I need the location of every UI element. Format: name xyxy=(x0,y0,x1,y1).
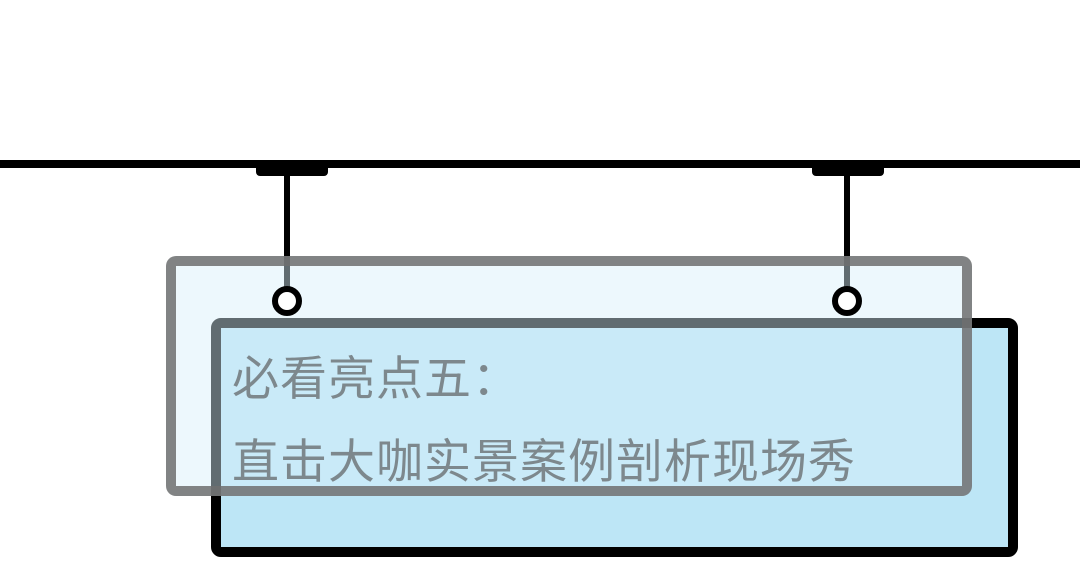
ceiling-rail xyxy=(0,160,1080,168)
left-mount xyxy=(256,166,328,176)
right-hook-ring-icon xyxy=(832,286,862,316)
left-hook-ring-icon xyxy=(272,286,302,316)
right-rod xyxy=(844,170,850,290)
left-rod xyxy=(284,170,290,290)
sign-title: 必看亮点五： xyxy=(232,352,520,407)
sign-subtitle: 直击大咖实景案例剖析现场秀 xyxy=(232,435,856,490)
sign-front-panel xyxy=(211,318,1018,557)
